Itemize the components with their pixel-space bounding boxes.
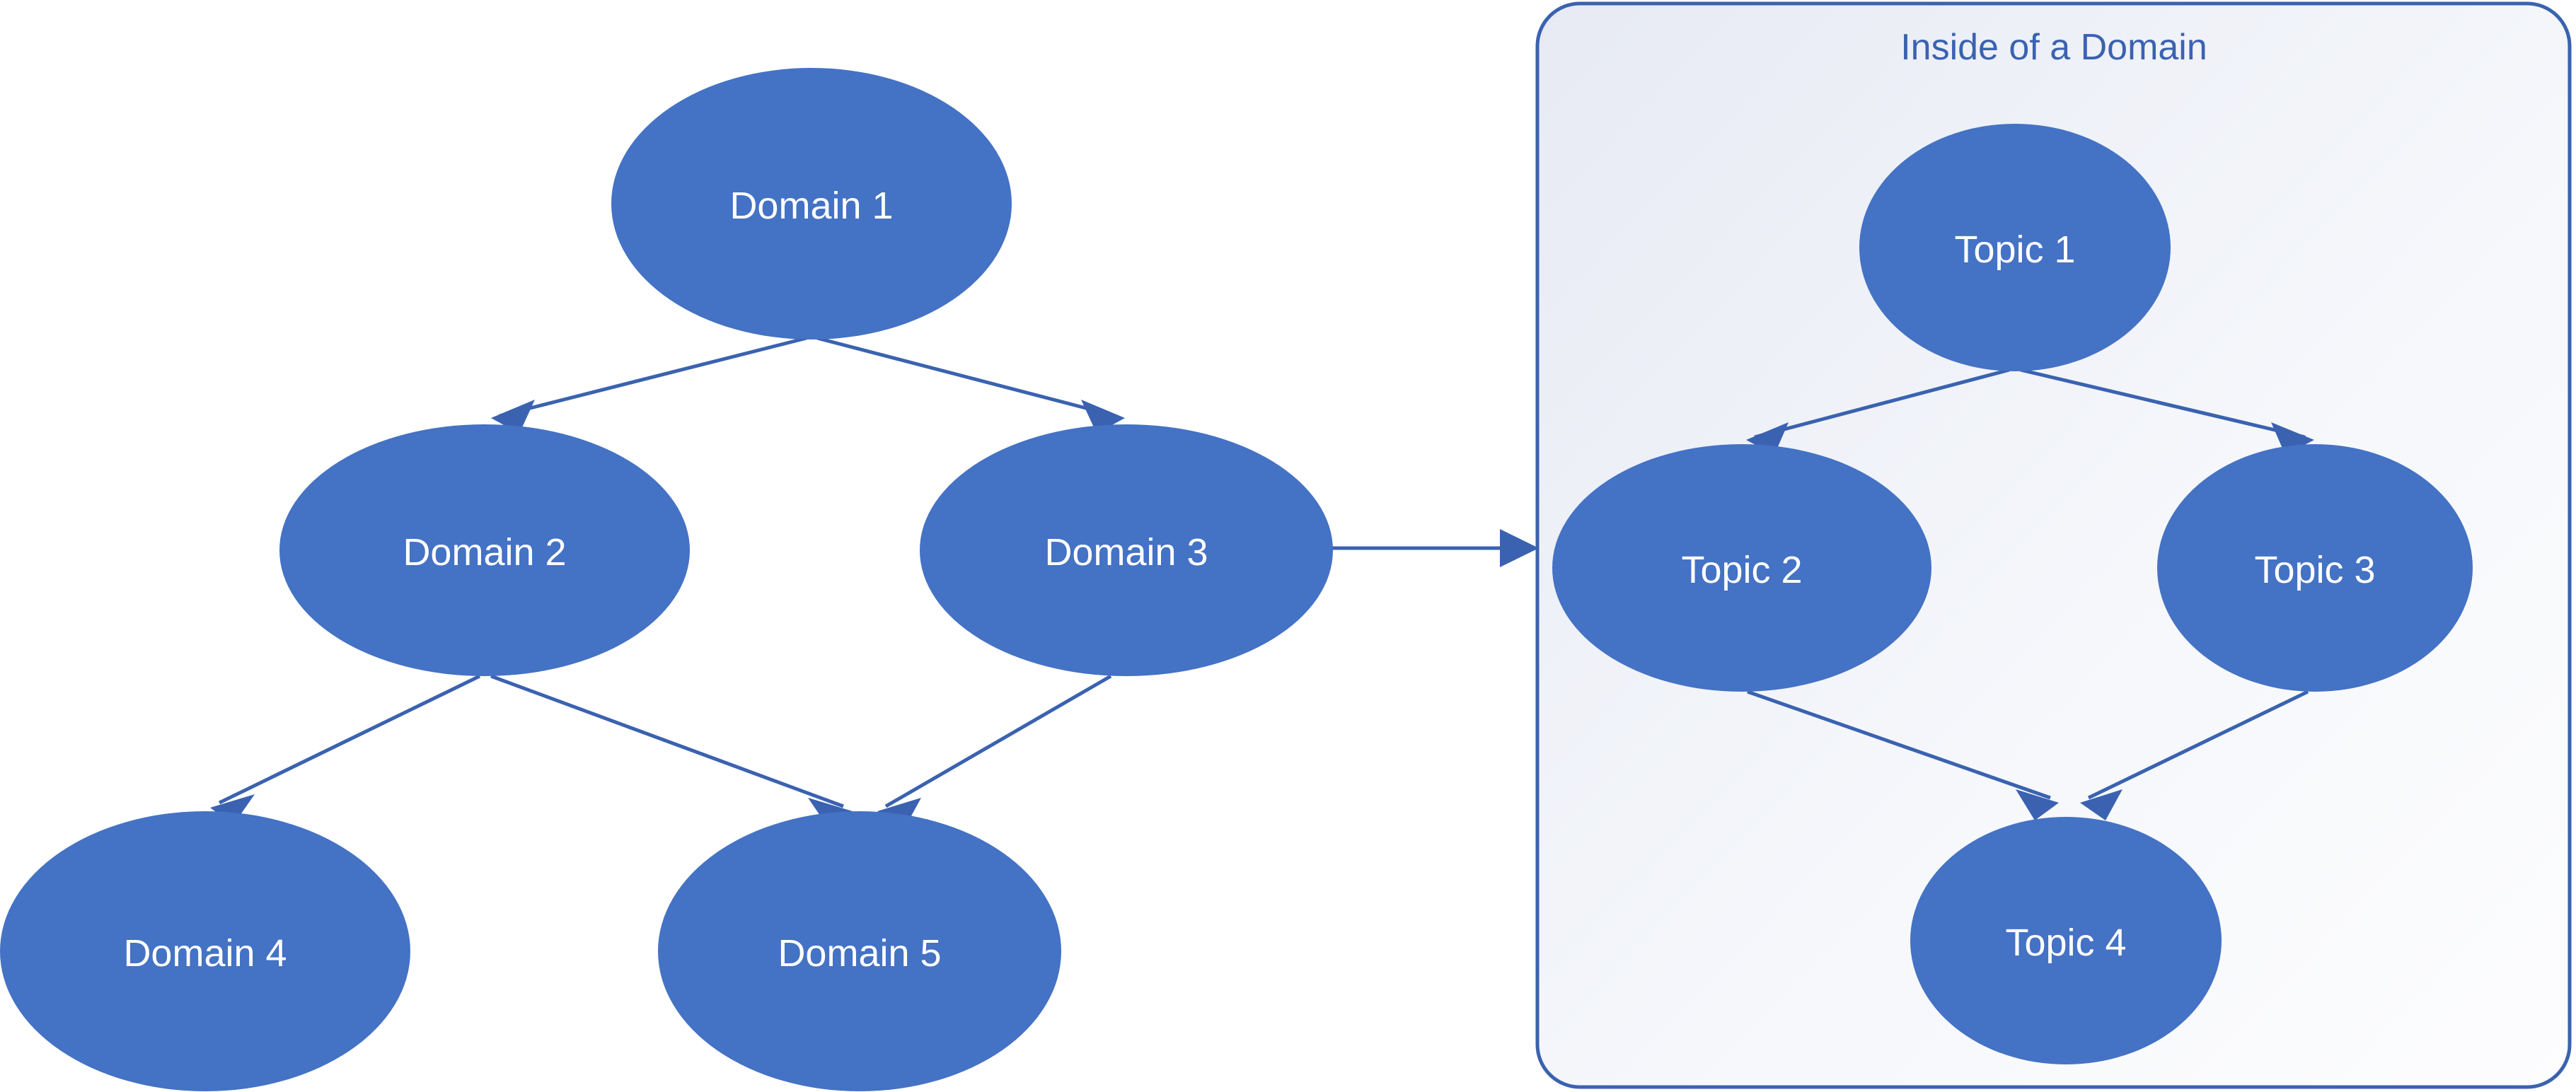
domain2-ellipse[interactable] <box>279 424 690 676</box>
node-topic2[interactable]: Topic 2 <box>1552 444 1931 692</box>
topic3-ellipse[interactable] <box>2157 444 2473 692</box>
domain5-ellipse[interactable] <box>658 811 1061 1091</box>
domain1-ellipse[interactable] <box>611 68 1012 339</box>
domain1-label: Domain 1 <box>729 185 893 227</box>
topic3-label: Topic 3 <box>2254 549 2375 591</box>
node-topic4[interactable]: Topic 4 <box>1910 817 2222 1064</box>
node-topic3[interactable]: Topic 3 <box>2157 444 2473 692</box>
edge-topic3-topic4 <box>2080 690 2309 820</box>
domain5-label: Domain 5 <box>778 932 941 975</box>
group-container-inside-of-a-domain[interactable] <box>1535 1 2572 1089</box>
node-domain4[interactable]: Domain 4 <box>0 811 410 1091</box>
node-domain5[interactable]: Domain 5 <box>658 811 1061 1091</box>
domain3-ellipse[interactable] <box>920 424 1333 676</box>
edge-domain2-domain4 <box>210 674 481 825</box>
group-title: Inside of a Domain <box>1900 27 2207 68</box>
topic2-label: Topic 2 <box>1681 549 1802 591</box>
domain4-label: Domain 4 <box>123 932 287 975</box>
topic2-ellipse[interactable] <box>1552 444 1931 692</box>
node-topic1[interactable]: Topic 1 <box>1859 124 2171 371</box>
topic4-label: Topic 4 <box>2005 922 2126 964</box>
topic4-ellipse[interactable] <box>1910 817 2222 1064</box>
edge-domain1-domain2 <box>491 336 807 434</box>
domain4-ellipse[interactable] <box>0 811 410 1091</box>
domain3-label: Domain 3 <box>1044 531 1208 574</box>
node-domain2[interactable]: Domain 2 <box>279 424 690 676</box>
node-domain3[interactable]: Domain 3 <box>920 424 1333 676</box>
topic1-label: Topic 1 <box>1954 228 2075 271</box>
topic1-ellipse[interactable] <box>1859 124 2171 371</box>
node-domain1[interactable]: Domain 1 <box>611 68 1012 339</box>
domain2-label: Domain 2 <box>403 531 566 574</box>
edge-domain1-domain3 <box>816 336 1125 434</box>
edge-domain2-domain5 <box>490 674 853 829</box>
edge-topic1-topic3 <box>2020 368 2314 455</box>
edge-domain3-domain5 <box>877 674 1112 829</box>
edge-domain3-group <box>1327 529 1539 567</box>
edge-topic2-topic4 <box>1747 690 2059 820</box>
